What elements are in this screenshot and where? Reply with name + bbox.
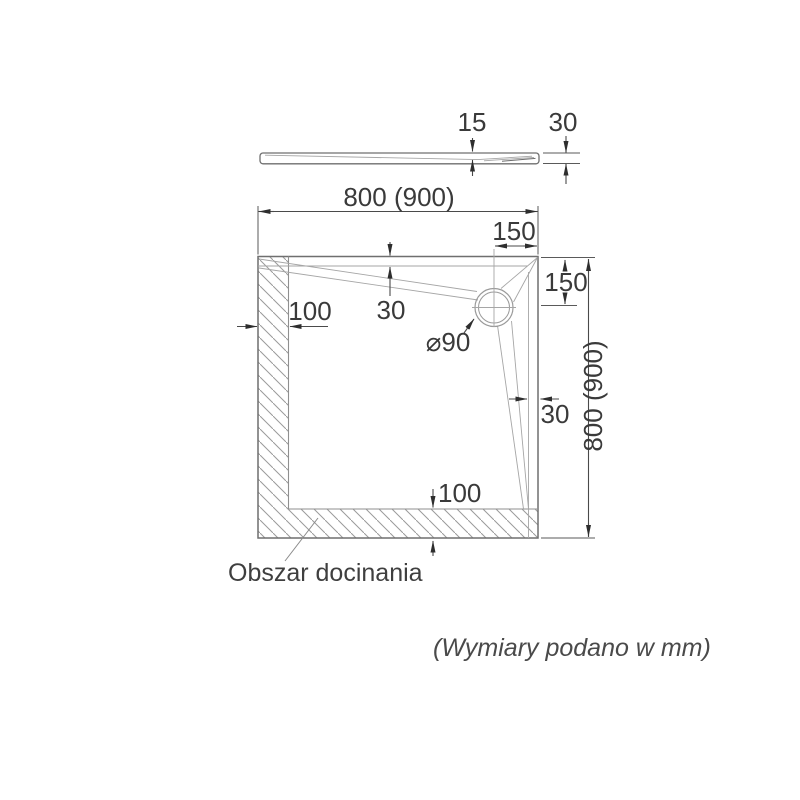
profile-outline: [259, 152, 540, 165]
cutting-band-bottom: [288, 509, 538, 538]
tray-outline: [257, 255, 539, 539]
profile-drain-wedge-line: [501, 157, 536, 162]
top-plan-view: 800 (900) 150 150 800 (900): [228, 182, 608, 587]
profile-drain-slope-line: [483, 156, 535, 162]
dim-text-drain-diameter: ⌀90: [426, 327, 471, 357]
dim-height-right: 800 (900): [541, 259, 608, 539]
cutting-area-callout: Obszar docinania: [228, 517, 423, 587]
dim-width-top: 800 (900): [257, 182, 539, 255]
cutting-area-leader-line: [284, 517, 319, 562]
units-note: (Wymiary podano w mm): [433, 634, 711, 662]
profile-floor-line: [264, 154, 479, 161]
slope-line: [258, 258, 478, 292]
dim-drain-diameter: ⌀90: [426, 318, 475, 357]
dim-drain-from-top: 150: [541, 257, 595, 306]
dim-text-800-900-top: 800 (900): [343, 182, 454, 212]
profile-drain-slope-line: [477, 155, 533, 161]
dim-text-30-profile: 30: [549, 107, 578, 137]
dim-text-800-900-right: 800 (900): [578, 340, 608, 451]
dim-text-15: 15: [458, 107, 487, 137]
slope-line: [500, 257, 538, 289]
dim-rim-top: 30: [377, 242, 406, 325]
cutting-area-label: Obszar docinania: [228, 559, 423, 587]
dim-text-150-h: 150: [492, 216, 535, 246]
dim-cut-bottom: 100: [430, 478, 481, 556]
dim-drain-from-right: 150: [492, 216, 537, 249]
dim-text-100-left: 100: [288, 296, 331, 326]
dim-cut-left: 100: [237, 296, 332, 329]
drain-circle: [472, 249, 516, 328]
dim-text-30-right: 30: [541, 399, 570, 429]
hatched-cutting-area: [258, 256, 538, 538]
side-profile-view: 15 30: [259, 107, 580, 184]
dim-rim-right: 30: [509, 396, 570, 429]
slope-line: [513, 257, 538, 303]
slope-line: [511, 320, 529, 510]
dim-text-150-v: 150: [544, 267, 587, 297]
dim-profile-total-height: 30: [543, 107, 580, 184]
slope-line: [497, 325, 524, 510]
dim-text-30-top: 30: [377, 295, 406, 325]
dim-profile-inner-depth: 15: [458, 107, 487, 176]
cutting-band-left: [258, 256, 289, 538]
slope-line: [258, 267, 479, 301]
dim-text-100-bottom: 100: [438, 478, 481, 508]
